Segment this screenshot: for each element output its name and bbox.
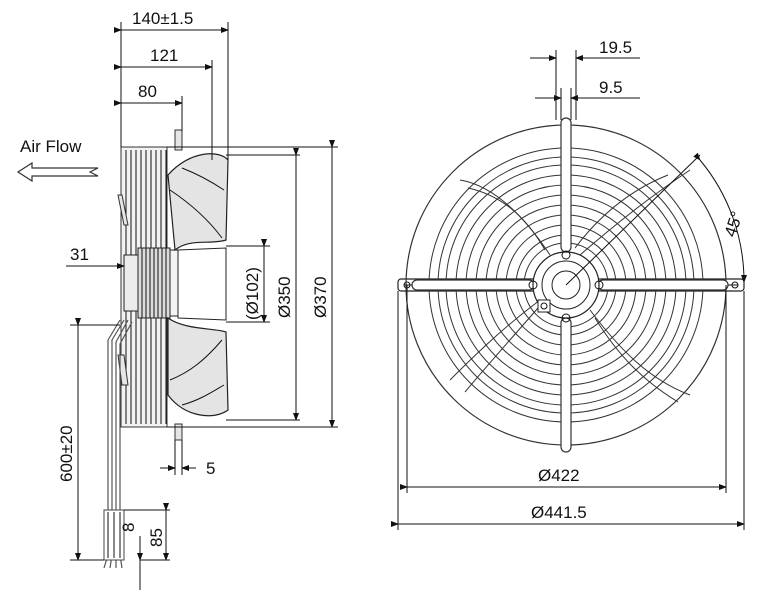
dim-hub-diameter: (Ø102) (243, 267, 262, 320)
dim-350: Ø350 (275, 276, 294, 318)
dim-31: 31 (70, 245, 89, 264)
motor-hub-side (123, 247, 179, 319)
dim-370: Ø370 (311, 276, 330, 318)
dim-85: 85 (147, 528, 166, 547)
dimension-lines-side (66, 27, 335, 590)
motor-hub-front (528, 250, 604, 323)
extension-lines-side (70, 22, 338, 561)
air-flow-label: Air Flow (20, 137, 82, 156)
fan-blades-side (167, 153, 229, 417)
dim-depth-80: 80 (138, 82, 157, 101)
dim-5: 5 (206, 459, 215, 478)
fan-blades-front (449, 169, 691, 403)
dim-slot-9-5: 9.5 (599, 78, 623, 97)
ground-symbol-icon (537, 299, 551, 313)
extension-lines-front (397, 50, 745, 530)
side-view: Air Flow (16, 9, 338, 590)
dim-441-5: Ø441.5 (531, 503, 587, 522)
dim-depth-121: 121 (150, 46, 178, 65)
power-cable (103, 319, 133, 569)
dim-angle-45: 45° (721, 209, 747, 239)
air-flow-arrow-icon (16, 161, 99, 183)
dim-8: 8 (119, 523, 138, 532)
dim-total-depth: 140±1.5 (132, 9, 193, 28)
dim-slot-19-5: 19.5 (599, 38, 632, 57)
dim-cable-length: 600±20 (57, 425, 76, 482)
dimension-lines-front (391, 55, 748, 527)
front-view: 19.5 9.5 45° Ø422 Ø441.5 (391, 38, 748, 530)
guard-rods (411, 117, 729, 453)
dim-422: Ø422 (538, 466, 580, 485)
